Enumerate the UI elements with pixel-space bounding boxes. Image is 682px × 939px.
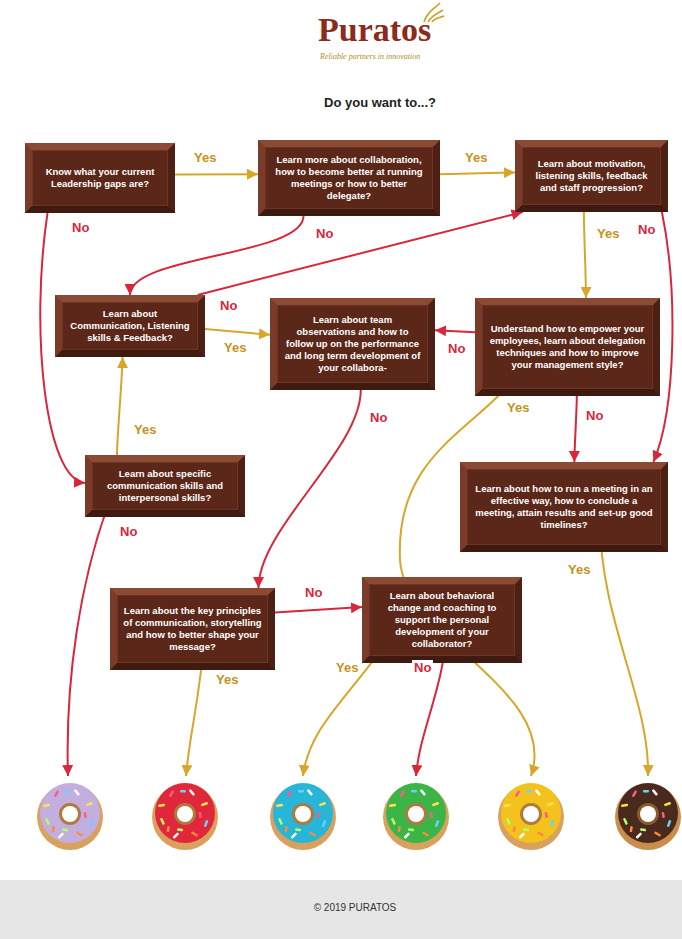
donut-dough (152, 784, 218, 850)
answer-label: Yes (222, 340, 248, 355)
question-text: Understand how to empower your employees… (488, 323, 647, 371)
donut-hole (523, 806, 539, 822)
answer-label: Yes (214, 672, 240, 687)
question-text: Learn about Communication, Listening ski… (68, 308, 192, 344)
answer-label: Yes (566, 562, 592, 577)
answer-label: No (70, 220, 91, 235)
answer-label: No (314, 226, 335, 241)
donut-icing (40, 783, 100, 843)
flow-arrow (275, 607, 362, 613)
donut-hole-rim (59, 803, 81, 825)
question-text: Know what your current Leadership gaps a… (38, 166, 162, 190)
copyright-note: © 2019 PURATOS (250, 902, 460, 914)
donut-icing (618, 783, 678, 843)
donut-green (383, 783, 449, 850)
sprinkles (389, 789, 440, 839)
donut-icing (155, 783, 215, 843)
question-text: Learn about team observations and how to… (283, 314, 422, 374)
question-box: Know what your current Leadership gaps a… (25, 143, 175, 213)
donut-icing (386, 783, 446, 843)
answer-label: No (368, 410, 389, 425)
sprinkles (43, 789, 94, 839)
donut-hole (62, 806, 78, 822)
answer-label: No (218, 298, 239, 313)
logo-tagline: Reliable partners in innovation (320, 52, 420, 62)
flow-arrow (130, 216, 304, 295)
donut-hole-rim (520, 803, 542, 825)
flow-arrow (259, 390, 361, 588)
question-box: Learn about how to run a meeting in an e… (460, 462, 668, 552)
question-box: Learn about Communication, Listening ski… (55, 295, 205, 357)
donut-icing (501, 783, 561, 843)
flow-arrow (440, 172, 515, 174)
question-box: Understand how to empower your employees… (475, 298, 660, 396)
answer-label: Yes (334, 660, 360, 675)
answer-label: Yes (192, 150, 218, 165)
answer-label: Yes (463, 150, 489, 165)
chart-title: Do you want to...? (230, 95, 530, 111)
question-box: Learn about motivation, listening skills… (515, 140, 668, 212)
donut-chocolate (615, 783, 681, 850)
donut-hole (295, 806, 311, 822)
question-box: Learn about behavioral change and coachi… (362, 577, 522, 663)
sprinkles (621, 789, 672, 839)
donut-hole-rim (292, 803, 314, 825)
donut-arrow (68, 500, 110, 776)
question-text: Learn about motivation, listening skills… (528, 158, 655, 194)
donut-cyan (270, 783, 336, 850)
question-box: Learn about specific communication skill… (85, 455, 245, 517)
answer-label: No (446, 341, 467, 356)
donut-arrow (400, 370, 535, 776)
answer-label: No (636, 222, 657, 237)
answer-label: No (118, 524, 139, 539)
donut-hole-rim (637, 803, 659, 825)
donut-lilac (37, 783, 103, 850)
sprinkles (504, 789, 555, 839)
question-text: Learn about specific communication skill… (98, 468, 232, 504)
answer-label: No (412, 660, 433, 675)
answer-label: Yes (595, 226, 621, 241)
question-text: Learn about the key principles of commun… (123, 605, 262, 653)
question-box: Learn about the key principles of commun… (110, 588, 275, 670)
flow-arrow (584, 212, 586, 298)
donut-yellow (498, 783, 564, 850)
answer-label: Yes (132, 422, 158, 437)
question-box: Learn more about collaboration, how to b… (258, 140, 440, 216)
question-text: Learn about how to run a meeting in an e… (473, 483, 655, 531)
flow-arrow (117, 357, 123, 455)
donut-arrow (600, 520, 648, 776)
flow-arrow (198, 212, 523, 295)
donut-icing (273, 783, 333, 843)
flow-arrow (574, 396, 576, 462)
donut-hole (177, 806, 193, 822)
donut-hole-rim (174, 803, 196, 825)
sprinkles (276, 789, 327, 839)
donut-dough (383, 784, 449, 850)
sprinkles (158, 789, 209, 839)
donut-hole-rim (405, 803, 427, 825)
answer-label: Yes (505, 400, 531, 415)
flow-arrow (205, 329, 270, 335)
donut-dough (270, 784, 336, 850)
flow-arrow (435, 330, 475, 332)
question-text: Learn about behavioral change and coachi… (375, 590, 509, 650)
flow-arrow (175, 173, 258, 175)
donut-dough (498, 784, 564, 850)
question-text: Learn more about collaboration, how to b… (271, 154, 427, 202)
answer-label: No (584, 408, 605, 423)
footer-band (0, 880, 682, 939)
logo-wordmark: Puratos (318, 10, 431, 50)
answer-label: No (303, 585, 324, 600)
question-box: Learn about team observations and how to… (270, 298, 435, 390)
donut-dough (37, 784, 103, 850)
donut-hole (408, 806, 424, 822)
donut-dough (615, 784, 681, 850)
donut-red (152, 783, 218, 850)
donut-hole (640, 806, 656, 822)
